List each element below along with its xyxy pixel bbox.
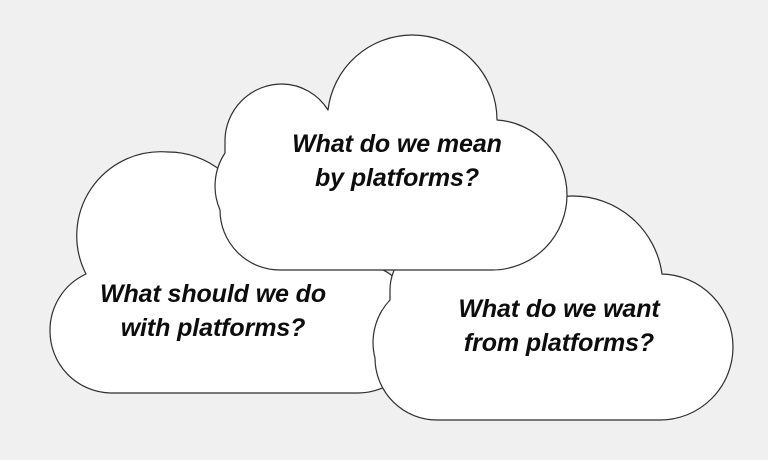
cloud-top-shape[interactable] <box>214 34 568 271</box>
